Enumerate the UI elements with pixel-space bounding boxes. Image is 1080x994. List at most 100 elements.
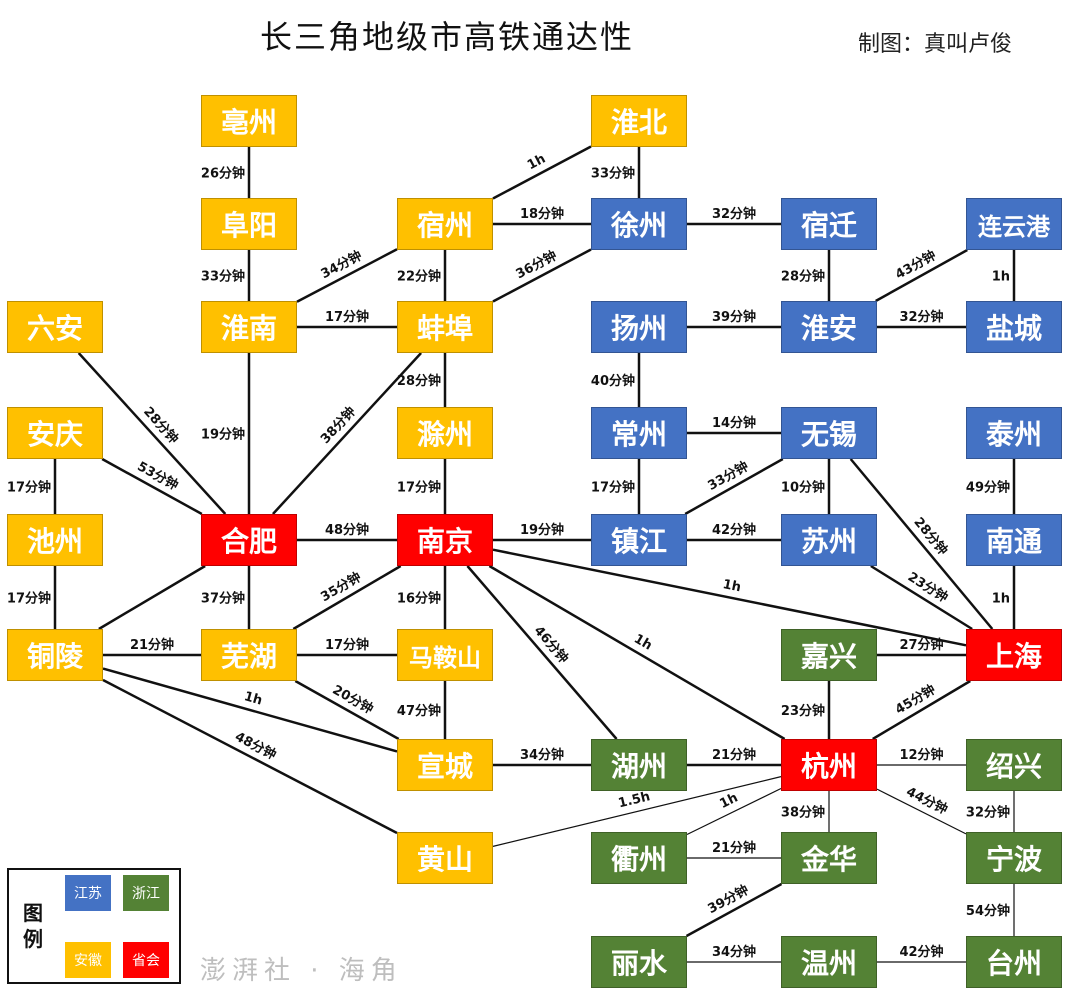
city-node-suzhou_js: 苏州 [781,514,877,566]
city-node-nanjing: 南京 [397,514,493,566]
edge-time-label: 28分钟 [397,373,441,389]
edge-time-label: 28分钟 [781,269,825,285]
legend-label: 安徽 [74,953,102,969]
edge-nanjing-huzhou [466,565,618,740]
edge-time-label: 42分钟 [712,522,756,538]
edge-time-label: 38分钟 [781,805,825,821]
city-node-taizhou_zj: 台州 [966,936,1062,988]
city-node-luan: 六安 [7,301,103,353]
edge-time-label: 47分钟 [397,703,441,719]
city-node-taizhou_js: 泰州 [966,407,1062,459]
city-node-xuzhou: 徐州 [591,198,687,250]
edge-time-label: 1h [992,592,1010,607]
city-node-shaoxing: 绍兴 [966,739,1062,791]
edge-time-label: 42分钟 [899,944,943,960]
edge-hangzhou-huangshan [492,776,782,847]
edge-suzhou_js-shanghai [870,564,973,631]
edge-time-label: 17分钟 [591,480,635,496]
city-node-bozhou: 亳州 [201,95,297,147]
edge-time-label: 16分钟 [397,591,441,607]
legend-title: 图例 [23,901,43,951]
city-node-ningbo: 宁波 [966,832,1062,884]
city-node-huaian: 淮安 [781,301,877,353]
city-node-wenzhou: 温州 [781,936,877,988]
edge-lianyungang-huaian [875,248,968,303]
city-node-lianyungang: 连云港 [966,198,1062,250]
edge-shanghai-hangzhou [872,679,971,741]
legend-item-anhui: 安徽 [65,942,111,978]
city-node-changzhou: 常州 [591,407,687,459]
edge-time-label: 17分钟 [397,480,441,496]
legend-label: 浙江 [132,886,160,902]
legend-item-zhejiang: 浙江 [123,875,169,911]
city-node-zhenjiang: 镇江 [591,514,687,566]
city-node-huangshan: 黄山 [397,832,493,884]
city-node-shanghai: 上海 [966,629,1062,681]
city-node-suqian: 宿迁 [781,198,877,250]
edge-time-label: 54分钟 [966,903,1010,919]
city-node-anqing: 安庆 [7,407,103,459]
city-node-hefei: 合肥 [201,514,297,566]
edge-time-label: 27分钟 [899,637,943,653]
edge-time-label: 1h [717,790,740,812]
edge-jinhua-lishui [685,882,783,938]
edge-suzhou_ah-huainan [296,248,398,303]
edge-time-label: 19分钟 [520,522,564,538]
city-node-jiaxing: 嘉兴 [781,629,877,681]
edge-huaibei-suzhou_ah [492,145,592,200]
author-credit: 制图：真叫卢俊 [858,32,1013,57]
edge-bengbu-hefei [272,352,422,515]
legend-label: 江苏 [74,886,102,902]
edge-time-label: 1h [242,689,264,708]
city-node-chizhou: 池州 [7,514,103,566]
edge-time-label: 40分钟 [591,373,635,389]
city-node-bengbu: 蚌埠 [397,301,493,353]
city-node-yancheng: 盐城 [966,301,1062,353]
edge-time-label: 14分钟 [712,415,756,431]
edge-time-label: 32分钟 [899,309,943,325]
edge-wuhu-xuancheng [294,679,400,741]
edge-time-label: 19分钟 [201,427,245,443]
edge-time-label: 12分钟 [899,747,943,763]
edge-time-label: 32分钟 [966,805,1010,821]
edge-nanjing-hangzhou [488,564,786,741]
city-node-jinhua: 金华 [781,832,877,884]
edge-time-label: 21分钟 [712,840,756,856]
edge-time-label: 37分钟 [201,591,245,607]
city-node-huaibei: 淮北 [591,95,687,147]
edge-time-label: 17分钟 [325,637,369,653]
edge-time-label: 39分钟 [712,309,756,325]
edge-time-label: 1h [992,270,1010,285]
diagram-title: 长三角地级市高铁通达性 [260,18,635,56]
edge-time-label: 34分钟 [520,747,564,763]
legend-item-capital: 省会 [123,942,169,978]
edge-tongling-huangshan [102,678,398,835]
edge-anqing-hefei [101,457,203,516]
edge-time-label: 22分钟 [397,269,441,285]
city-node-wuhu: 芜湖 [201,629,297,681]
edge-time-label: 28分钟 [140,404,182,447]
edge-time-label: 21分钟 [130,637,174,653]
edge-time-label: 17分钟 [325,309,369,325]
edge-time-label: 49分钟 [966,480,1010,496]
edge-time-label: 38分钟 [317,404,359,447]
edge-time-label: 48分钟 [325,522,369,538]
edge-xuzhou-bengbu [492,248,592,303]
city-node-suzhou_ah: 宿州 [397,198,493,250]
city-node-quzhou: 衢州 [591,832,687,884]
edge-time-label: 44分钟 [904,784,951,818]
city-node-huainan: 淮南 [201,301,297,353]
edge-time-label: 33分钟 [591,166,635,182]
city-node-wuxi: 无锡 [781,407,877,459]
edge-wuxi-shanghai [849,458,994,630]
edge-time-label: 23分钟 [781,703,825,719]
city-node-xuancheng: 宣城 [397,739,493,791]
city-node-hangzhou: 杭州 [781,739,877,791]
city-node-yangzhou: 扬州 [591,301,687,353]
edge-time-label: 18分钟 [520,206,564,222]
city-node-nantong: 南通 [966,514,1062,566]
edge-time-label: 17分钟 [7,591,51,607]
city-node-chuzhou: 滁州 [397,407,493,459]
edge-time-label: 21分钟 [712,747,756,763]
